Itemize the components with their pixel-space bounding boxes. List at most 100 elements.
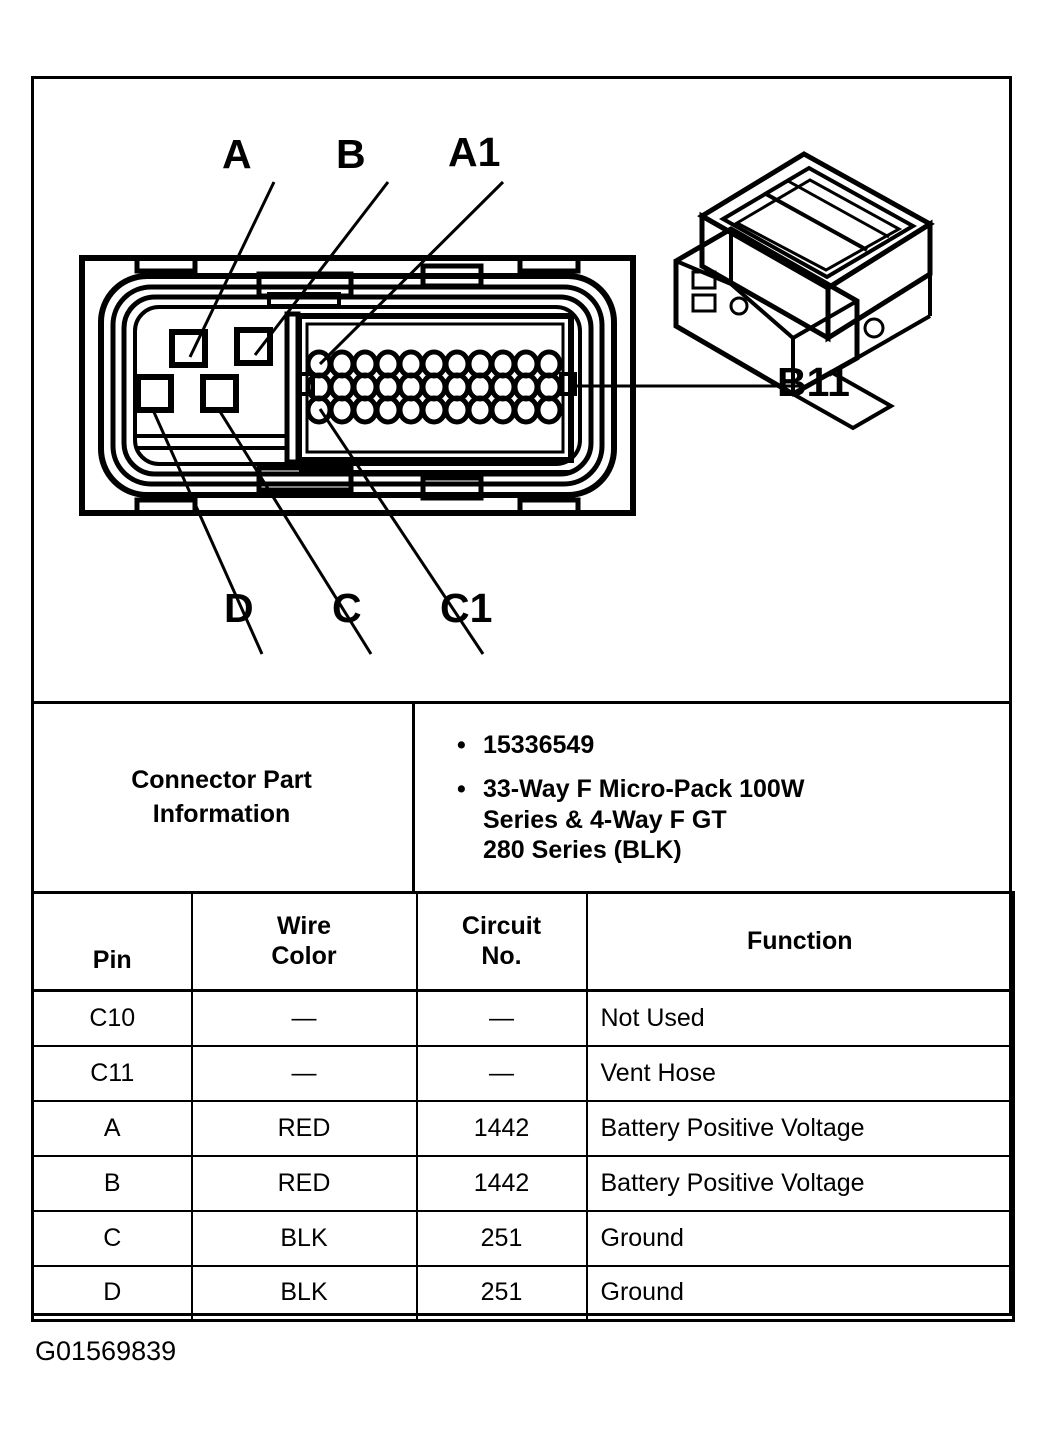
cell-pin: C <box>31 1209 193 1267</box>
latch-bottom-center <box>420 475 484 501</box>
pin-cavity <box>397 349 425 379</box>
pin-cavity <box>466 372 494 402</box>
pin-cavity <box>535 349 563 379</box>
header-wire-color-line2: Color <box>271 941 337 970</box>
cell-wire-color: — <box>190 989 418 1047</box>
part-description-line1: 33-Way F Micro-Pack 100W <box>483 775 805 803</box>
cavity-square-d <box>135 374 174 413</box>
pin-cavity <box>351 349 379 379</box>
iso-right-link <box>856 314 931 360</box>
pin-cavity <box>420 395 448 425</box>
housing-tab-bottom-left <box>134 497 198 516</box>
pin-cavity <box>374 349 402 379</box>
iso-rib-2 <box>787 179 890 239</box>
callout-label-d: D <box>224 585 254 631</box>
part-number-item: • 15336549 <box>451 730 1012 761</box>
connector-illustration-svg <box>79 151 935 655</box>
pin-assignment-table: Pin Wire Color Circuit No. Function C10—… <box>31 891 1015 1322</box>
pin-table-header-row: Pin Wire Color Circuit No. Function <box>31 891 1015 992</box>
pin-cavity <box>328 372 356 402</box>
iso-lower-edge-3 <box>729 282 795 340</box>
pin-cavity <box>328 349 356 379</box>
cell-circuit-no: 1442 <box>415 1154 588 1212</box>
cavity-square-c <box>200 374 239 413</box>
callout-label-c: C <box>332 585 362 631</box>
pin-cavity <box>489 395 517 425</box>
pin-cavity <box>466 349 494 379</box>
pin-cavity <box>420 349 448 379</box>
cell-pin: D <box>31 1264 193 1322</box>
pin-cavity <box>351 395 379 425</box>
pin-cavity <box>489 349 517 379</box>
cell-circuit-no: — <box>415 989 588 1047</box>
iso-top-cavity <box>718 165 918 280</box>
header-pin: Pin <box>31 891 193 992</box>
iso-end-hole <box>863 317 885 339</box>
pin-cavity <box>466 395 494 425</box>
header-circuit-no: Circuit No. <box>415 891 588 992</box>
callout-label-b: B <box>336 131 366 177</box>
header-function: Function <box>585 891 1015 992</box>
part-number-value: 15336549 <box>483 730 595 759</box>
figure-id-label: G01569839 <box>35 1336 177 1366</box>
latch-bottom-left <box>256 465 354 493</box>
cell-function: Ground <box>585 1209 1015 1267</box>
part-description-item: • 33-Way F Micro-Pack 100W Series & 4-Wa… <box>451 774 1012 866</box>
pin-cavity <box>512 395 540 425</box>
part-info-label-line1: Connector Part <box>131 765 312 794</box>
connector-illustration <box>31 76 1012 701</box>
leader-c <box>217 409 373 655</box>
cavity-square-b <box>234 327 273 366</box>
pin-cavity <box>535 395 563 425</box>
leader-c1 <box>318 408 485 655</box>
cell-wire-color: RED <box>190 1154 418 1212</box>
part-description-line2: Series & 4-Way F GT <box>483 805 727 834</box>
cell-function: Ground <box>585 1264 1015 1322</box>
connector-face <box>79 255 636 516</box>
cell-circuit-no: 251 <box>415 1264 588 1322</box>
cell-pin: C10 <box>31 989 193 1047</box>
keying-notch-left <box>297 372 315 396</box>
cell-function: Battery Positive Voltage <box>585 1099 1015 1157</box>
leader-b <box>253 181 390 356</box>
header-wire-color: Wire Color <box>190 891 418 992</box>
pin-cavity-grid <box>305 349 563 425</box>
cell-pin: A <box>31 1099 193 1157</box>
bullet-icon: • <box>457 730 466 759</box>
inner-wall-1 <box>98 273 617 498</box>
pin-cavity <box>443 349 471 379</box>
pin-cavity <box>443 395 471 425</box>
cell-circuit-no: 251 <box>415 1209 588 1267</box>
callout-label-a: A <box>222 131 252 177</box>
part-description-line3: 280 Series (BLK) <box>483 836 682 864</box>
iso-bottom-flange <box>788 369 896 431</box>
cavity-square-a <box>169 329 208 368</box>
pin-cavity <box>512 349 540 379</box>
latch-top-center <box>420 263 484 289</box>
cell-wire-color: BLK <box>190 1209 418 1267</box>
iso-top-cavity-inner <box>733 178 903 272</box>
leader-d <box>151 409 264 655</box>
connector-part-information-row: Connector Part Information • 15336549 • … <box>31 701 1012 891</box>
housing-tab-bottom-right <box>517 497 581 516</box>
bullet-icon: • <box>457 775 466 803</box>
cell-function: Battery Positive Voltage <box>585 1154 1015 1212</box>
cell-function: Not Used <box>585 989 1015 1047</box>
cell-circuit-no: 1442 <box>415 1099 588 1157</box>
part-info-label-line2: Information <box>152 799 291 828</box>
pin-cavity <box>489 372 517 402</box>
pin-cavity <box>374 372 402 402</box>
connector-part-information-label: Connector Part Information <box>31 704 415 891</box>
iso-side-hole <box>729 296 749 316</box>
pin-cavity <box>397 372 425 402</box>
pin-cavity <box>443 372 471 402</box>
keying-notch-right <box>559 372 577 396</box>
callout-label-b11: B11 <box>777 359 850 405</box>
cell-circuit-no: — <box>415 1044 588 1102</box>
